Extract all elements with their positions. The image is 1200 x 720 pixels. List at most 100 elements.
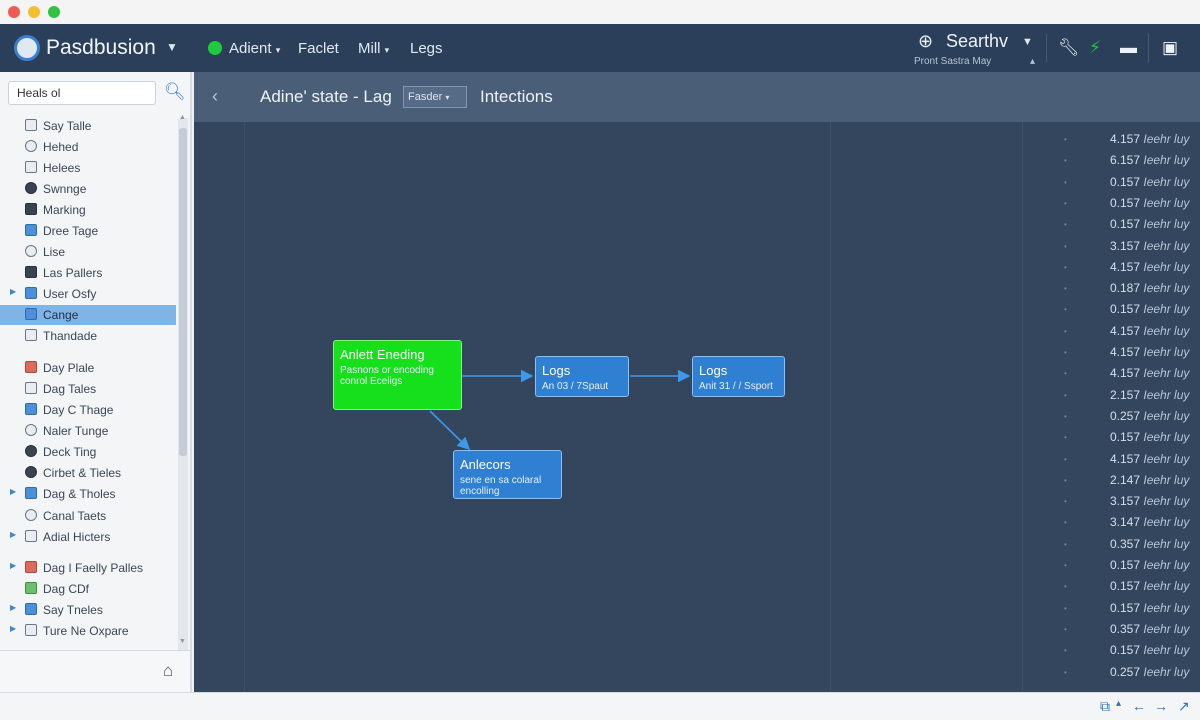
close-window-button[interactable] — [8, 6, 20, 18]
briefcase-icon[interactable]: ▬ — [1120, 38, 1137, 57]
sidebar-item[interactable]: Marking — [0, 200, 176, 220]
expand-arrow-icon[interactable]: ▶ — [10, 561, 17, 570]
value-unit: Ieehr luy — [1143, 536, 1190, 551]
value-number: 0.157 — [1110, 174, 1141, 189]
plug-icon[interactable]: ⚡︎ — [1089, 38, 1101, 57]
graph-canvas[interactable]: Anlett Eneding Pasnons or encoding conro… — [194, 122, 1200, 692]
sidebar-item-label: Marking — [43, 203, 86, 217]
search-icon[interactable]: ⊕ — [918, 31, 934, 51]
collapse-icon[interactable]: ↗ — [1178, 698, 1190, 714]
sidebar-item[interactable]: ▶ Ture Ne Oxpare — [0, 621, 176, 641]
expand-arrow-icon[interactable]: ▶ — [10, 624, 17, 633]
value-number: 4.157 — [1110, 323, 1141, 338]
grid-line — [830, 122, 831, 692]
sidebar-item[interactable]: Day Plale — [0, 358, 176, 378]
sidebar-item-label: Ture Ne Oxpare — [43, 624, 129, 638]
sidebar-item[interactable]: Canal Taets — [0, 506, 176, 526]
value-unit: Ieehr luy — [1143, 323, 1190, 338]
forward-icon[interactable]: ← — [1132, 698, 1146, 714]
value-number: 4.157 — [1110, 259, 1141, 274]
sidebar-item[interactable]: ▶Dag I Faelly Palles — [0, 558, 176, 578]
sidebar-item[interactable]: Dree Tage — [0, 221, 176, 241]
sidebar-item[interactable]: Helees — [0, 158, 176, 178]
maximize-window-button[interactable] — [48, 6, 60, 18]
folder-icon — [25, 287, 37, 299]
sidebar-item[interactable]: Lise — [0, 242, 176, 262]
minimize-window-button[interactable] — [28, 6, 40, 18]
sidebar-item[interactable]: Las Pallers — [0, 263, 176, 283]
value-row: 0.257 Ieehr luy — [1110, 665, 1189, 679]
graph-node-anlecors[interactable]: Anlecors sene en sa colaral encolling — [453, 450, 562, 499]
sidebar-item-label: Cange — [43, 308, 79, 322]
wrench-icon[interactable]: 🔧︎ — [1058, 38, 1080, 57]
row-marker-icon: • — [1064, 326, 1067, 336]
row-marker-icon: • — [1064, 497, 1067, 507]
value-row: 4.157 Ieehr luy — [1110, 366, 1189, 380]
sidebar-item[interactable]: ▶Adial Hicters — [0, 527, 176, 547]
sidebar-item[interactable]: Cirbet & Tieles — [0, 463, 176, 483]
intections-tab[interactable]: Intections — [480, 87, 553, 106]
sidebar-item[interactable]: Hehed — [0, 137, 176, 157]
search-icon[interactable]: 🔍︎ — [164, 82, 186, 101]
sidebar-item[interactable]: ▶Dag & Tholes — [0, 484, 176, 504]
sidebar-item[interactable]: Cange — [0, 305, 176, 325]
value-number: 6.157 — [1110, 153, 1141, 168]
chart-icon — [25, 361, 37, 373]
graph-node-logs-2[interactable]: Logs Anit 31 / / Ssport — [692, 356, 785, 397]
menu-item-legs[interactable]: Legs — [410, 40, 443, 57]
sidebar-item[interactable]: ▶User Osfy — [0, 284, 176, 304]
folder-icon — [25, 487, 37, 499]
search-title[interactable]: Searthv — [946, 31, 1009, 51]
sidebar-item[interactable]: Swnnge — [0, 179, 176, 199]
scroll-up-icon[interactable]: ▲ — [179, 114, 186, 121]
value-number: 0.257 — [1110, 408, 1141, 423]
app-name[interactable]: Pasdbusion — [46, 36, 156, 59]
home-icon[interactable]: ⌂ — [163, 661, 174, 680]
expand-arrow-icon[interactable]: ▶ — [10, 487, 17, 496]
row-marker-icon: • — [1064, 411, 1067, 421]
graph-node-encoding[interactable]: Anlett Eneding Pasnons or encoding conro… — [333, 340, 462, 410]
value-unit: Ieehr luy — [1143, 345, 1190, 359]
sidebar-item[interactable]: ▶Say Tneles — [0, 600, 176, 620]
menu-item-mill[interactable]: Mill ▾ — [358, 40, 390, 57]
sidebar-search-input[interactable] — [8, 81, 156, 105]
scroll-down-icon[interactable]: ▼ — [179, 638, 186, 645]
sidebar-item-label: Canal Taets — [43, 509, 107, 523]
export-icon[interactable]: ⧉ — [1100, 698, 1110, 714]
page-title: Adine' state - Lag — [260, 87, 392, 106]
chevron-down-icon[interactable]: ▼ — [166, 40, 178, 54]
dark-icon — [25, 445, 37, 457]
sidebar-item-label: Day Plale — [43, 361, 95, 375]
scrollbar-thumb[interactable] — [179, 128, 187, 456]
value-row: 0.157 Ieehr luy — [1110, 558, 1189, 572]
value-number: 0.257 — [1110, 664, 1141, 679]
sidebar-item[interactable]: Deck Ting — [0, 442, 176, 462]
chevron-down-icon[interactable]: ▼ — [1022, 36, 1033, 48]
expand-arrow-icon[interactable]: ▶ — [10, 530, 17, 539]
green-icon — [25, 582, 37, 594]
value-row: 0.187 Ieehr luy — [1110, 281, 1189, 295]
sidebar-item[interactable]: Dag CDf — [0, 579, 176, 599]
back-arrow-icon[interactable]: ‹ — [212, 86, 218, 106]
row-marker-icon: • — [1064, 305, 1067, 315]
sidebar-item[interactable]: Thandade — [0, 326, 176, 346]
value-row: 0.157 Ieehr luy — [1110, 175, 1189, 189]
expand-arrow-icon[interactable]: ▶ — [10, 603, 17, 612]
value-row: 0.357 Ieehr luy — [1110, 622, 1189, 636]
graph-node-logs-1[interactable]: Logs An 03 / 7Spaut — [535, 356, 629, 397]
value-unit: Ieehr luy — [1143, 238, 1190, 253]
value-row: 4.157 Ieehr luy — [1110, 345, 1189, 359]
sidebar-item[interactable]: Naler Tunge — [0, 421, 176, 441]
sidebar-item[interactable]: Say Talle — [0, 116, 176, 136]
arrow-right-icon[interactable]: → — [1154, 698, 1168, 714]
row-marker-icon: • — [1064, 284, 1067, 294]
sidebar-item[interactable]: Day C Thage — [0, 400, 176, 420]
value-number: 3.157 — [1110, 494, 1141, 509]
sidebar-item[interactable]: Dag Tales — [0, 379, 176, 399]
grid-line — [244, 122, 245, 692]
menu-item-adient[interactable]: Adient ▾ — [229, 40, 281, 57]
menu-item-faclet[interactable]: Faclet — [298, 40, 339, 57]
expand-arrow-icon[interactable]: ▶ — [10, 287, 17, 296]
folder-dropdown[interactable]: Fasder ▾ — [403, 86, 467, 108]
sidebar-toggle-icon[interactable]: ▣ — [1162, 38, 1179, 57]
